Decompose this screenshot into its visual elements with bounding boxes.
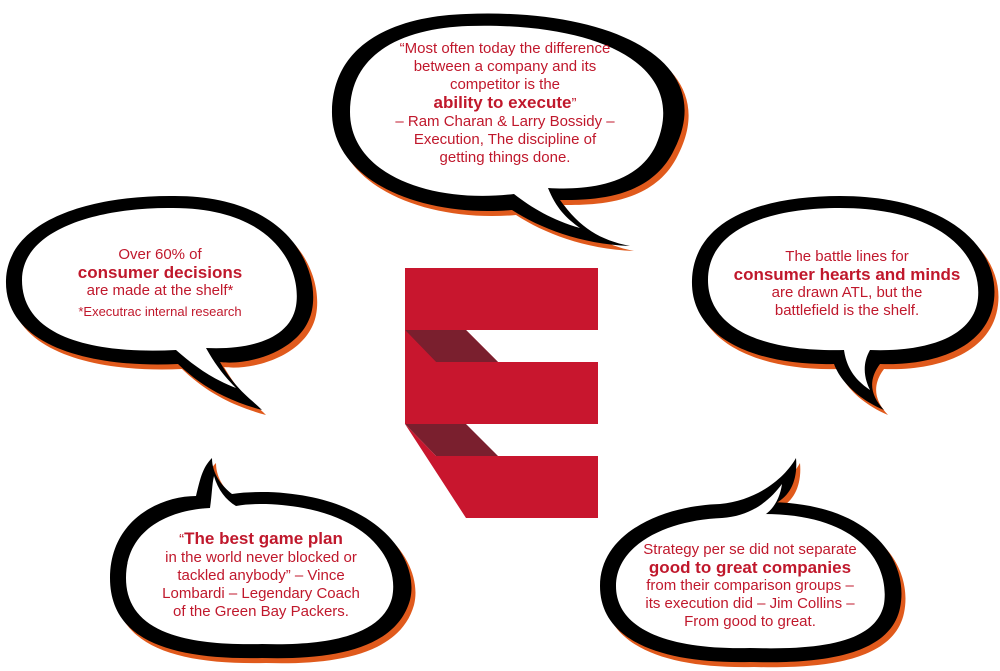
bottom-right-quote-line-5: From good to great. [684, 613, 816, 630]
bottom-left-speech-bubble [110, 458, 416, 664]
bottom-right-quote-line-1: Strategy per se did not separate [643, 541, 857, 558]
top-quote-line-5: – Ram Charan & Larry Bossidy – [395, 113, 615, 130]
right-quote-line-3: are drawn ATL, but the [771, 284, 923, 301]
right-quote-line-1: The battle lines for [785, 248, 909, 265]
top-quote-highlight: ability to execute [433, 93, 572, 112]
left-quote-line-1: Over 60% of [118, 246, 202, 263]
bottom-left-quote-line-4: Lombardi – Legendary Coach [162, 585, 360, 602]
top-quote: “Most often today the difference between… [370, 40, 640, 167]
top-quote-line-6: Execution, The discipline of [413, 131, 597, 148]
right-quote-highlight: consumer hearts and minds [733, 265, 961, 284]
bottom-left-quote: “The best game plan in the world never b… [136, 530, 386, 621]
left-speech-bubble [5, 195, 318, 415]
bottom-right-quote-line-3: from their comparison groups – [646, 577, 854, 594]
bottom-left-open-quote: “ [179, 531, 185, 548]
bottom-left-quote-highlight-line: “The best game plan [136, 530, 386, 549]
left-quote: Over 60% of consumer decisions are made … [40, 246, 280, 321]
left-quote-highlight: consumer decisions [77, 263, 243, 282]
bottom-right-quote-highlight: good to great companies [648, 558, 852, 577]
top-quote-line-7: getting things done. [439, 149, 571, 166]
bottom-left-quote-highlight: The best game plan [184, 529, 343, 548]
top-quote-line-3: competitor is the [449, 76, 561, 93]
left-quote-line-3: are made at the shelf* [86, 282, 234, 299]
top-quote-line-2: between a company and its [413, 58, 597, 75]
top-quote-line-1: “Most often today the difference [399, 40, 611, 57]
right-speech-bubble [691, 196, 999, 415]
right-quote: The battle lines for consumer hearts and… [718, 248, 976, 320]
bottom-right-speech-bubble [600, 458, 906, 668]
bottom-right-quote-line-4: its execution did – Jim Collins – [645, 595, 855, 612]
bottom-left-quote-line-3: tackled anybody” – Vince [177, 567, 345, 584]
bottom-left-quote-line-5: of the Green Bay Packers. [173, 603, 349, 620]
top-speech-bubble [331, 13, 689, 251]
right-quote-line-4: battlefield is the shelf. [774, 302, 920, 319]
left-quote-footnote: *Executrac internal research [78, 304, 242, 319]
bottom-left-quote-line-2: in the world never blocked or [165, 549, 357, 566]
bottom-right-quote: Strategy per se did not separate good to… [625, 541, 875, 631]
top-quote-highlight-line: ability to execute” [370, 94, 640, 113]
top-quote-close: ” [571, 95, 577, 112]
executrac-e-logo-icon [405, 268, 598, 518]
